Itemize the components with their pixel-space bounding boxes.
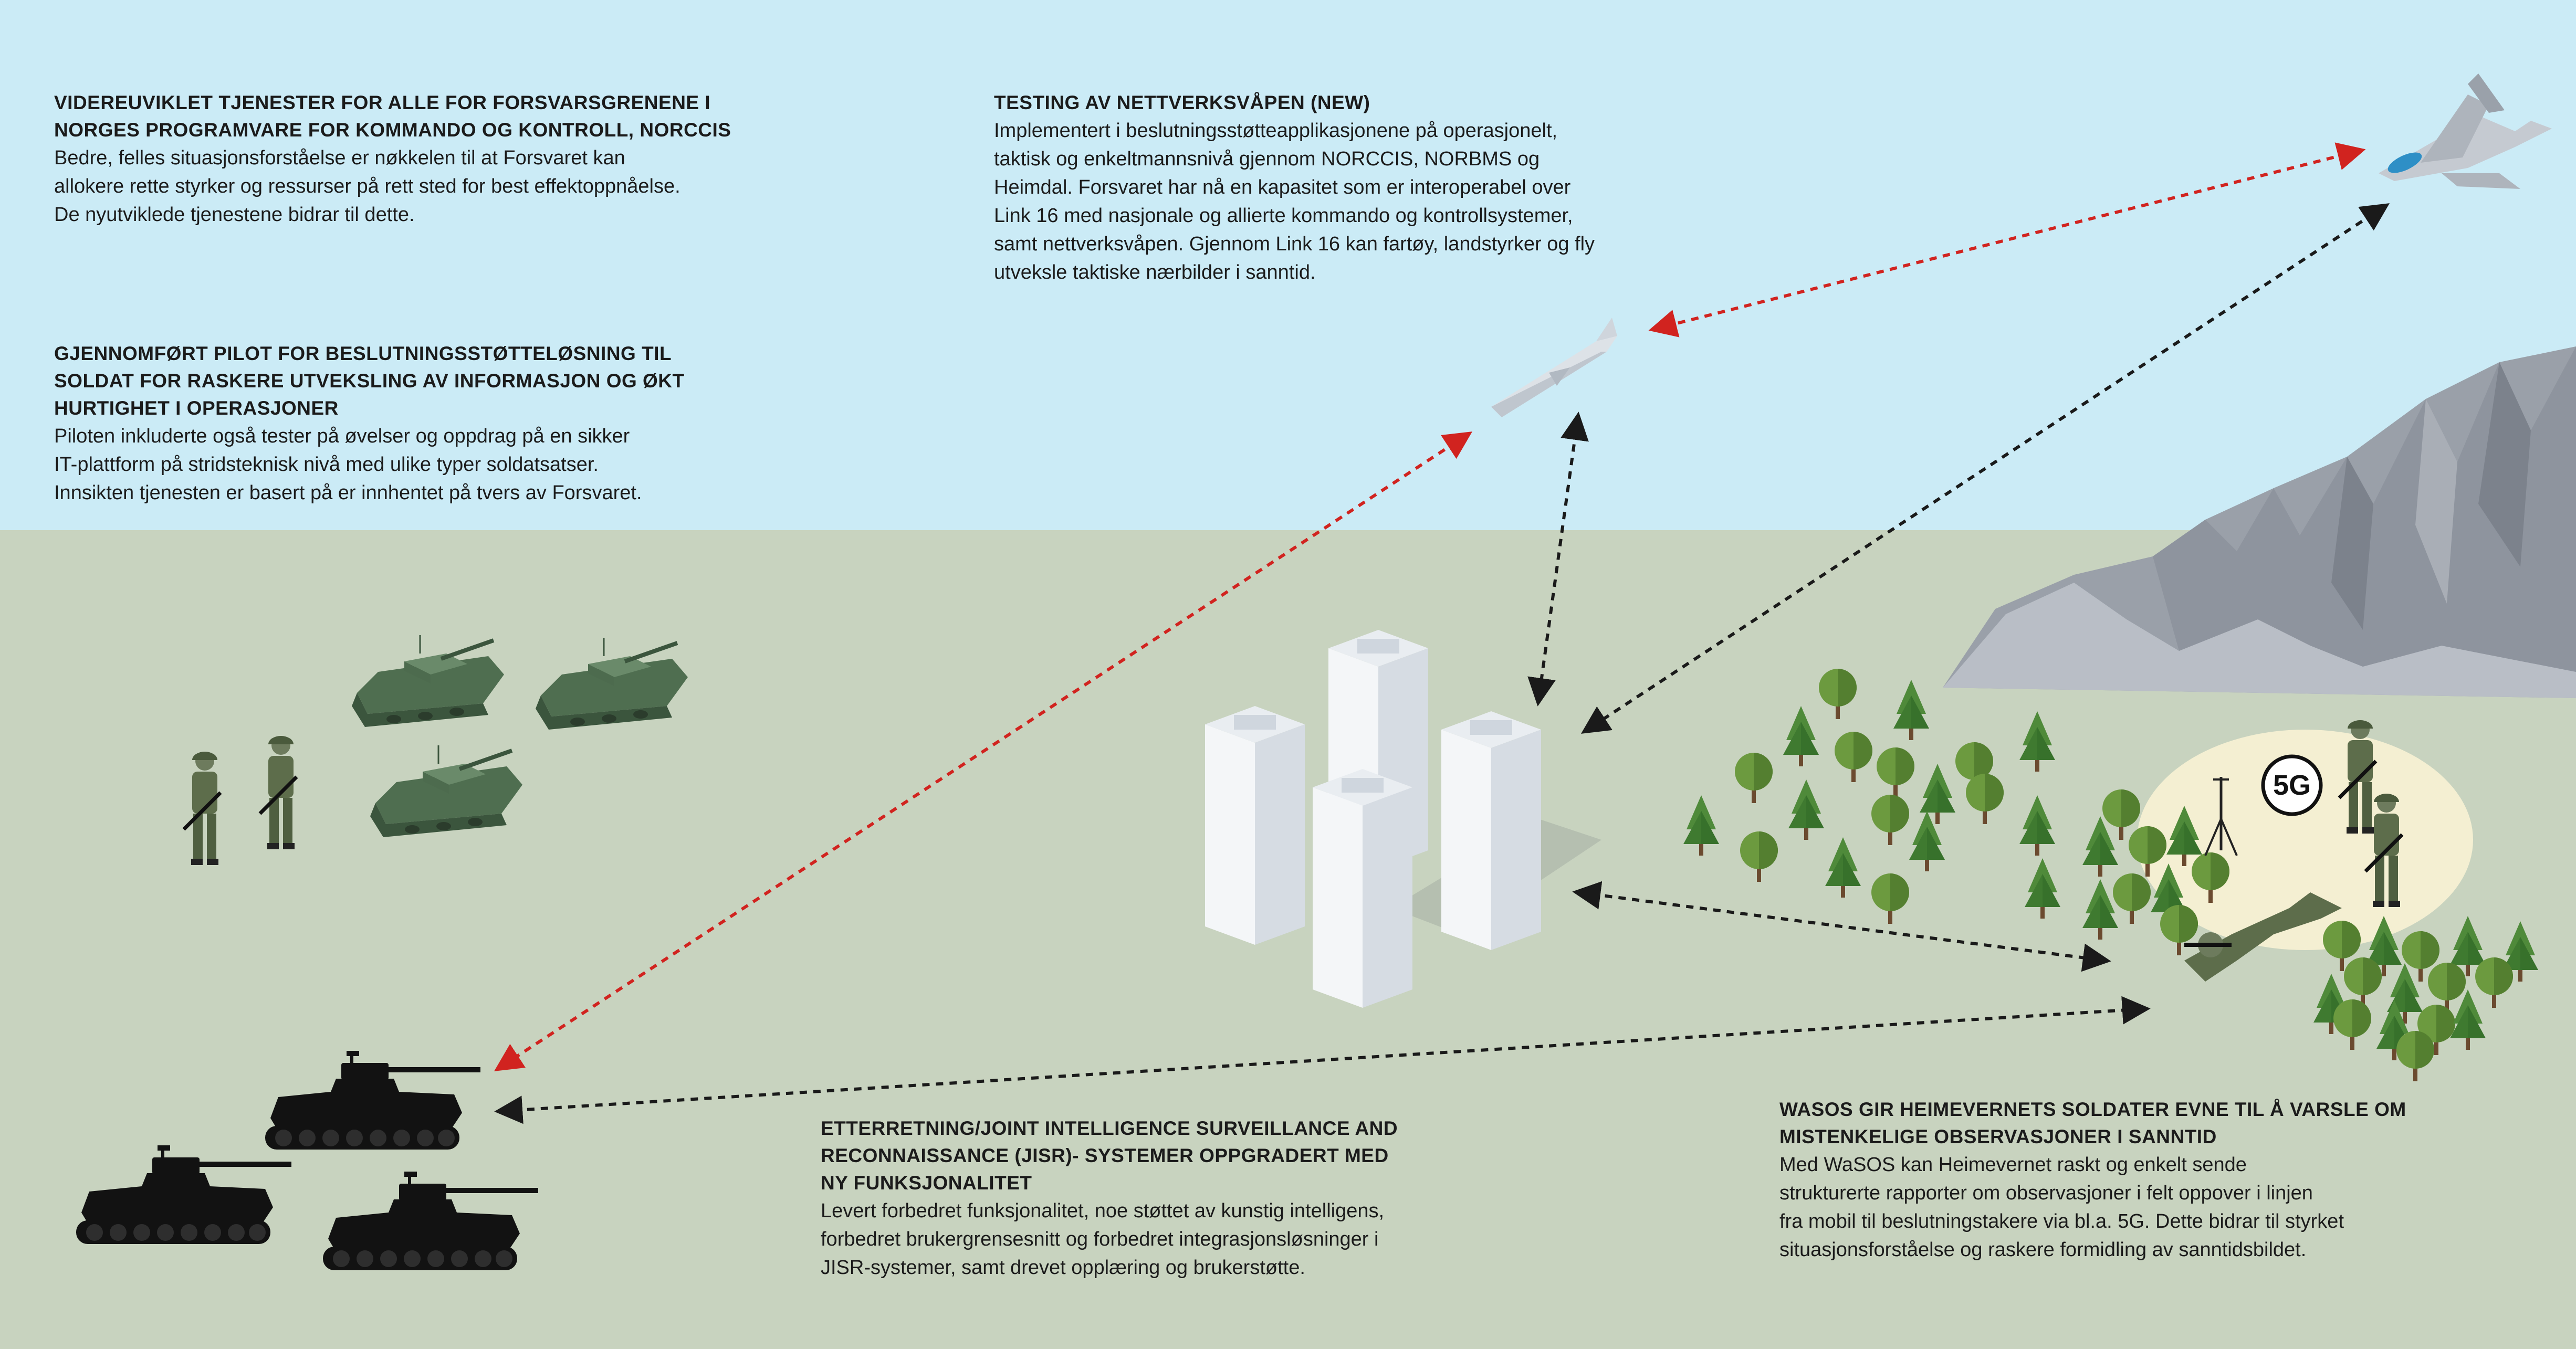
network-body: Implementert i beslutningsstøtteapplikas… bbox=[994, 120, 1595, 283]
pilot-heading: GJENNOMFØRT PILOT FOR BESLUTNINGSSTØTTEL… bbox=[54, 343, 685, 419]
link-city-field bbox=[1572, 881, 2111, 972]
link-missile-tanks bbox=[494, 431, 1473, 1071]
antenna-icon bbox=[2204, 777, 2238, 856]
5g-badge: 5G bbox=[2261, 754, 2323, 816]
fighter-jet-icon bbox=[2379, 73, 2552, 189]
prone-soldier-icon bbox=[2184, 892, 2342, 982]
wasos-heading: WASOS GIR HEIMEVERNETS SOLDATER EVNE TIL… bbox=[1779, 1099, 2406, 1147]
link-missile-city bbox=[1527, 412, 1589, 707]
link-lines bbox=[494, 142, 2390, 1124]
norccis-block: VIDEREUVIKLET TJENESTER FOR ALLE FOR FOR… bbox=[54, 89, 779, 229]
wasos-block: WASOS GIR HEIMEVERNETS SOLDATER EVNE TIL… bbox=[1779, 1096, 2567, 1264]
jisr-block: ETTERRETNING/JOINT INTELLIGENCE SURVEILL… bbox=[821, 1115, 1556, 1282]
link-tanks-field bbox=[494, 996, 2151, 1124]
network-block: TESTING AV NETTVERKSVÅPEN (NEW) Implemen… bbox=[994, 89, 1755, 287]
norccis-body: Bedre, felles situasjonsforståelse er nø… bbox=[54, 147, 680, 226]
wasos-body: Med WaSOS kan Heimevernet raskt og enkel… bbox=[1779, 1154, 2344, 1261]
pilot-body: Piloten inkluderte også tester på øvelse… bbox=[54, 425, 642, 504]
pilot-block: GJENNOMFØRT PILOT FOR BESLUTNINGSSTØTTEL… bbox=[54, 340, 779, 507]
link-jet-city bbox=[1580, 203, 2390, 734]
norccis-heading: VIDEREUVIKLET TJENESTER FOR ALLE FOR FOR… bbox=[54, 92, 731, 141]
5g-label: 5G bbox=[2273, 770, 2311, 801]
network-heading: TESTING AV NETTVERKSVÅPEN (NEW) bbox=[994, 92, 1370, 113]
jisr-body: Levert forbedret funksjonalitet, noe stø… bbox=[821, 1200, 1385, 1279]
jisr-heading: ETTERRETNING/JOINT INTELLIGENCE SURVEILL… bbox=[821, 1118, 1398, 1194]
